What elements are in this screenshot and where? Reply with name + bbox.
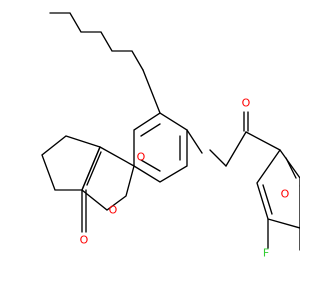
atom-labels: O O O O O F	[80, 97, 290, 260]
methoxy-oxygen-label: O	[281, 188, 290, 201]
ketone-oxygen-label: O	[242, 97, 251, 110]
lactone-oxygen-label: O	[109, 204, 118, 217]
ether-oxygen-label: O	[137, 151, 146, 164]
fluoro-ring-inner-bond-1	[262, 184, 273, 215]
lactone-double-bond	[86, 151, 102, 186]
ether-bond-left	[186, 129, 203, 154]
aromatic-inner-bond-1	[140, 123, 161, 137]
aromatic-ring-fluoro-methoxy	[256, 149, 300, 229]
methylene-to-carbonyl-bond	[225, 131, 247, 167]
cyclopentane-ring	[41, 135, 101, 191]
carbonyl-to-aryl-bond	[245, 131, 281, 151]
aromatic-inner-bond-3	[140, 159, 161, 172]
molecule-structure-diagram: O O O O O F	[41, 12, 300, 260]
lactone-ring	[81, 146, 135, 211]
carbonyl-oxygen-label: O	[80, 234, 89, 247]
hexyl-chain	[49, 12, 144, 71]
fluorine-label: F	[263, 247, 269, 260]
ether-bond-right	[209, 149, 227, 167]
hexyl-to-ring-bond	[142, 69, 161, 114]
fluoro-ring-inner-bond-2	[285, 157, 297, 179]
aromatic-ring-central	[133, 112, 188, 183]
bond-skeleton	[41, 12, 300, 251]
